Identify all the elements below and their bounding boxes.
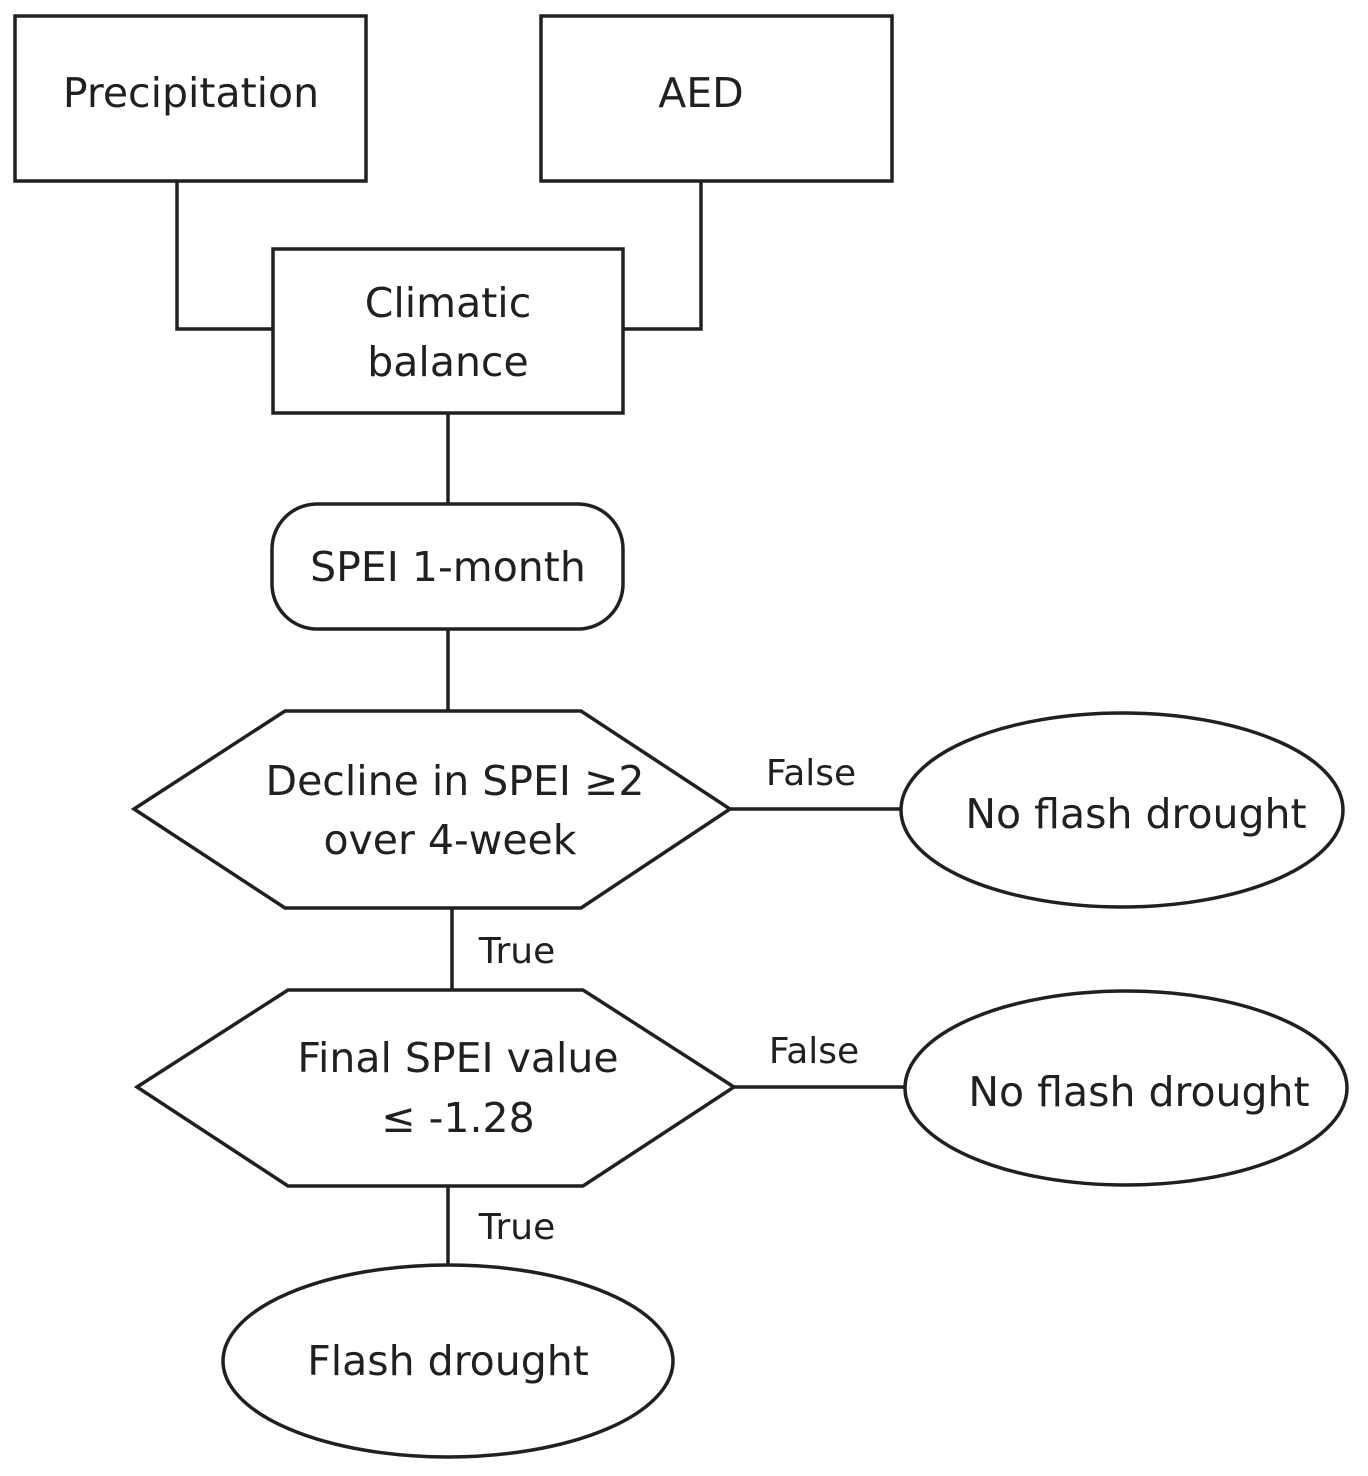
node-decision2-label-line1: Final SPEI value <box>297 1034 618 1082</box>
node-decision1-label-line2: over 4-week <box>323 816 576 864</box>
node-precipitation: Precipitation <box>13 14 368 183</box>
edge-precipitation-to-climatic-balance <box>175 181 273 331</box>
node-flash-drought: Flash drought <box>221 1263 675 1459</box>
node-precipitation-label: Precipitation <box>63 69 319 117</box>
node-flash-drought-label: Flash drought <box>307 1337 589 1385</box>
edge-label-true-1: True <box>478 931 555 972</box>
node-spei-label: SPEI 1-month <box>310 543 586 591</box>
node-decision1-label-line1: Decline in SPEI ≥2 <box>266 757 645 805</box>
node-spei: SPEI 1-month <box>270 502 625 631</box>
edge-aed-to-climatic-balance <box>623 181 703 331</box>
node-decision2: Final SPEI value ≤ -1.28 <box>133 988 738 1188</box>
node-no-flash-drought-1: No flash drought <box>899 711 1345 909</box>
node-decision1: Decline in SPEI ≥2 over 4-week <box>130 709 734 910</box>
edge-label-false-1: False <box>766 753 856 794</box>
node-climatic-balance: Climatic balance <box>271 247 625 415</box>
node-no-flash-drought-2-label: No flash drought <box>968 1068 1309 1116</box>
node-climatic-balance-label-line2: balance <box>367 338 528 386</box>
node-aed-label: AED <box>658 69 744 117</box>
node-no-flash-drought-2: No flash drought <box>903 989 1349 1187</box>
edge-label-true-2: True <box>478 1207 555 1248</box>
node-aed: AED <box>539 14 894 183</box>
node-decision2-label-line2: ≤ -1.28 <box>381 1094 534 1142</box>
node-climatic-balance-label-line1: Climatic <box>365 279 531 327</box>
edge-label-false-2: False <box>769 1031 859 1072</box>
node-no-flash-drought-1-label: No flash drought <box>965 790 1306 838</box>
